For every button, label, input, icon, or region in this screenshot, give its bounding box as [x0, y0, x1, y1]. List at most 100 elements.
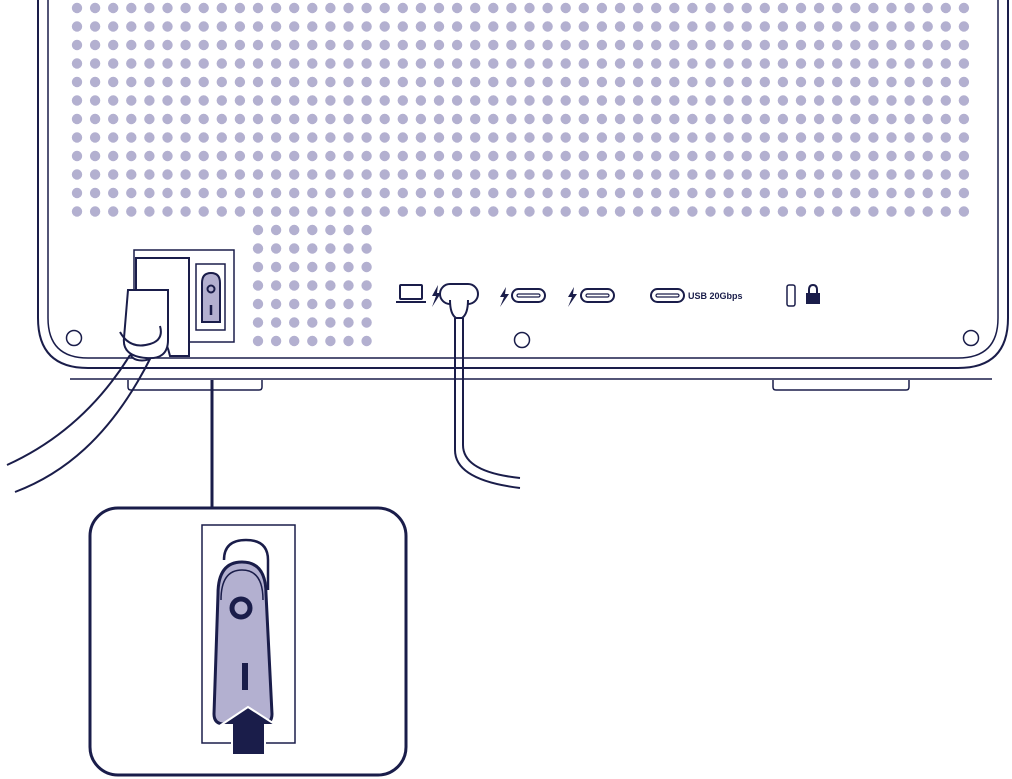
grille-dot	[632, 21, 644, 32]
grille-dot	[270, 206, 282, 217]
callout-rocker-switch[interactable]	[212, 560, 274, 726]
grille-dot	[832, 169, 843, 180]
grille-dot	[651, 113, 662, 125]
grille-dot	[289, 21, 300, 32]
grille-dot	[361, 298, 372, 310]
grille-dot	[578, 132, 589, 143]
grille-dot	[651, 76, 662, 88]
grille-dot	[669, 76, 680, 88]
grille-dot	[162, 150, 173, 162]
grille-dot	[614, 2, 626, 14]
grille-dot	[234, 76, 246, 88]
grille-dot	[252, 39, 264, 51]
grille-dot	[596, 132, 608, 143]
grille-dot	[488, 132, 499, 143]
grille-dot	[397, 169, 408, 180]
grille-dot	[832, 21, 843, 32]
grille-dot	[89, 132, 101, 143]
grille-dot	[904, 132, 915, 143]
grille-dot	[524, 76, 535, 88]
grille-dot	[795, 187, 807, 199]
grille-dot	[144, 21, 155, 32]
grille-dot	[162, 169, 173, 180]
grille-dot	[596, 58, 608, 69]
grille-dot	[922, 169, 933, 180]
grille-dot	[325, 187, 336, 199]
grille-dot	[89, 2, 101, 14]
grille-dot	[89, 76, 101, 88]
grille-dot	[940, 2, 951, 14]
grille-dot	[542, 150, 553, 162]
grille-dot	[433, 76, 445, 88]
grille-dot	[922, 95, 933, 106]
grille-dot	[940, 21, 951, 32]
grille-dot	[234, 169, 246, 180]
grille-dot	[307, 169, 318, 180]
grille-dot	[578, 2, 589, 14]
grille-dot	[940, 150, 951, 162]
grille-dot	[361, 150, 372, 162]
grille-dot	[162, 132, 173, 143]
grille-dot	[270, 2, 282, 14]
grille-dot	[632, 206, 644, 217]
grille-dot	[922, 76, 933, 88]
security-slot	[786, 284, 796, 307]
grille-dot	[506, 206, 517, 217]
grille-dot	[560, 76, 571, 88]
grille-dot	[777, 187, 789, 199]
grille-dot	[89, 58, 101, 69]
grille-dot	[940, 187, 951, 199]
grille-dot	[705, 58, 716, 69]
grille-dot	[886, 76, 897, 88]
grille-dot	[687, 187, 698, 199]
grille-dot	[198, 58, 209, 69]
grille-dot	[723, 169, 734, 180]
grille-dot	[723, 150, 734, 162]
grille-dot	[270, 298, 282, 310]
grille-dot	[361, 243, 372, 254]
grille-dot	[470, 95, 481, 106]
grille-dot	[470, 206, 481, 217]
power-switch-frame	[195, 263, 226, 331]
grille-dot	[108, 206, 119, 217]
grille-dot	[234, 132, 246, 143]
grille-dot	[198, 169, 209, 180]
grille-dot	[307, 113, 318, 125]
grille-dot	[325, 224, 336, 236]
grille-dot	[506, 39, 517, 51]
grille-dot	[542, 132, 553, 143]
grille-dot	[813, 39, 825, 51]
grille-dot	[886, 150, 897, 162]
grille-dot	[325, 169, 336, 180]
grille-dot	[832, 95, 843, 106]
grille-dot	[71, 132, 83, 143]
grille-dot	[343, 169, 354, 180]
grille-dot	[614, 169, 626, 180]
grille-dot	[126, 95, 137, 106]
grille-dot	[252, 58, 264, 69]
grille-dot	[270, 95, 282, 106]
grille-dot	[451, 169, 463, 180]
usb-c-port-icon	[511, 288, 546, 303]
grille-dot	[614, 95, 626, 106]
grille-dot	[651, 150, 662, 162]
grille-dot	[813, 187, 825, 199]
grille-dot	[868, 2, 879, 14]
grille-dot	[252, 187, 264, 199]
right-foot	[772, 380, 910, 391]
power-switch[interactable]	[201, 271, 221, 323]
grille-dot	[89, 206, 101, 217]
grille-dot	[723, 2, 734, 14]
grille-dot	[832, 58, 843, 69]
grille-dot	[415, 206, 427, 217]
grille-dot	[343, 95, 354, 106]
grille-dot	[108, 132, 119, 143]
grille-dot	[307, 76, 318, 88]
grille-dot	[669, 39, 680, 51]
grille-dot	[542, 21, 553, 32]
grille-dot	[325, 298, 336, 310]
grille-dot	[904, 113, 915, 125]
grille-dot	[687, 21, 698, 32]
thunderbolt-icon	[432, 285, 441, 307]
grille-dot	[162, 58, 173, 69]
